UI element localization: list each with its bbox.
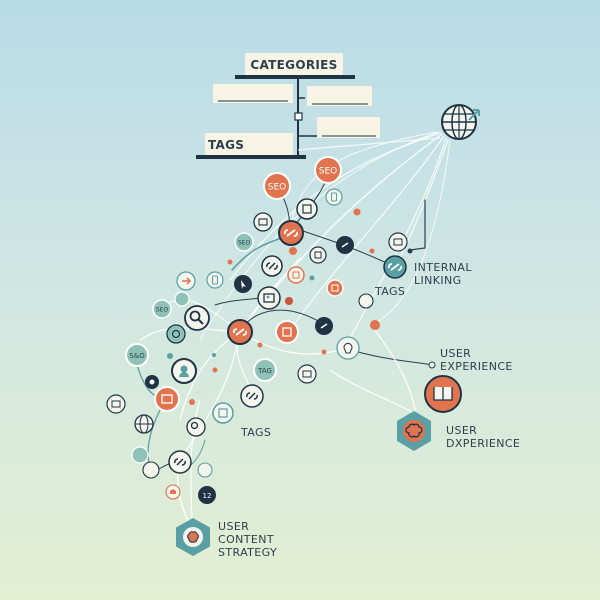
tags-box: TAGS	[196, 133, 306, 159]
seo-node-label: S&O	[129, 352, 145, 360]
document-icon	[154, 386, 180, 412]
node-dot	[227, 259, 233, 265]
seo-node: SEO	[263, 172, 291, 200]
link-icon	[240, 384, 264, 408]
seo-node: SEO	[234, 232, 254, 252]
network-nodes: SEO SEO	[106, 156, 436, 504]
brain-hexagon-icon	[397, 411, 431, 451]
label-line: INTERNAL	[414, 261, 472, 274]
image-icon	[358, 293, 374, 309]
tag-node-label: TAG	[257, 367, 272, 375]
dark-node	[145, 375, 159, 389]
link-icon	[131, 446, 149, 464]
image-icon	[257, 286, 281, 310]
globe-icon	[441, 104, 480, 140]
seo-node: SEO	[314, 156, 342, 184]
category-slot-1	[213, 84, 293, 103]
tags-upper-label: TAGS	[374, 285, 405, 298]
category-slot-3	[317, 117, 380, 138]
user-icon	[171, 358, 197, 384]
image-icon	[296, 198, 318, 220]
seo-node-label: SEO	[319, 167, 337, 177]
categories-box: CATEGORIES	[235, 53, 355, 79]
book-badge	[424, 375, 462, 413]
tags-box-label: TAGS	[208, 138, 244, 152]
node-dot	[257, 342, 263, 348]
document-icon	[212, 402, 234, 424]
image-icon	[142, 461, 160, 479]
lightbulb-icon	[336, 336, 360, 360]
label-line: USER	[440, 347, 471, 360]
document-icon	[326, 279, 344, 297]
link-icon	[227, 319, 253, 345]
link-icon	[315, 317, 333, 335]
label-line: DXPERIENCE	[446, 437, 520, 450]
node-dot	[428, 361, 436, 369]
home-icon	[165, 484, 181, 500]
seo-node-label: SEO	[268, 183, 286, 193]
internal-linking-label: INTERNAL LINKING	[414, 261, 472, 287]
label-line: LINKING	[414, 274, 462, 287]
node-dot	[369, 248, 375, 254]
link-icon	[261, 255, 283, 277]
seo-node-label: SEO	[156, 307, 169, 314]
link-icon	[278, 220, 304, 246]
phone-icon	[325, 188, 343, 206]
node-dot	[285, 297, 293, 305]
image-icon	[253, 212, 273, 232]
node-dot	[309, 275, 315, 281]
label-line: STRATEGY	[218, 546, 277, 559]
node-dot	[321, 349, 327, 355]
image-icon	[106, 394, 126, 414]
search-icon	[186, 417, 206, 437]
tag-node: TAG	[253, 358, 277, 382]
number-node-label: 12	[203, 492, 212, 500]
target-icon	[166, 324, 186, 344]
seo-node-label: SEO	[238, 240, 251, 247]
label-line: EXPERIENCE	[440, 360, 513, 373]
link-icon	[168, 450, 192, 474]
label-line: USER	[218, 520, 249, 533]
user-dxperience-label: USER DXPERIENCE	[446, 424, 520, 450]
node-dot	[167, 353, 173, 359]
chat-icon	[174, 291, 190, 307]
categories-label: CATEGORIES	[250, 58, 337, 72]
cursor-icon	[234, 275, 252, 293]
label-line: USER	[446, 424, 477, 437]
arrow-icon	[176, 271, 196, 291]
node-dot	[212, 367, 218, 373]
node-dot	[370, 320, 380, 330]
seo-node: S&O	[125, 343, 149, 367]
node-dot	[407, 248, 413, 254]
label-line: CONTENT	[218, 533, 274, 546]
link-icon	[336, 236, 354, 254]
image-icon	[309, 246, 327, 264]
seo-node: SEO	[152, 299, 172, 319]
node-dot	[189, 399, 195, 405]
brain-hexagon-icon	[176, 518, 210, 556]
image-icon	[197, 462, 213, 478]
tags-lower-label: TAGS	[240, 426, 271, 439]
hierarchy-tree: CATEGORIES TAGS	[196, 53, 441, 159]
user-content-strategy-label: USER CONTENT STRATEGY	[218, 520, 277, 559]
image-icon	[388, 232, 408, 252]
search-icon	[184, 305, 210, 331]
phone-icon	[206, 271, 224, 289]
node-dot	[353, 208, 361, 216]
category-slot-2	[307, 86, 372, 106]
document-icon	[287, 266, 305, 284]
link-icon	[383, 255, 407, 279]
document-icon	[275, 320, 299, 344]
node-dot	[212, 353, 216, 357]
image-icon	[297, 364, 317, 384]
globe-small-icon	[134, 414, 154, 434]
number-node: 12	[198, 486, 216, 504]
node-dot	[289, 247, 297, 255]
user-experience-label: USER EXPERIENCE	[440, 347, 513, 373]
